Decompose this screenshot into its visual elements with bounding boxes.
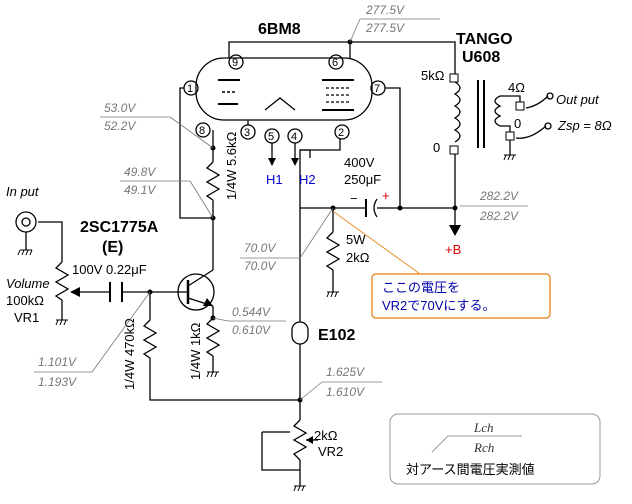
r-power-v: 2kΩ xyxy=(346,250,370,265)
v-49-rch: 49.1V xyxy=(124,183,156,197)
ground-icon xyxy=(206,371,219,378)
v-0544-rch: 0.610V xyxy=(232,323,271,337)
volume-value: 100kΩ xyxy=(6,293,44,308)
output-label: Out put xyxy=(556,92,600,107)
v-1625-lch: 1.625V xyxy=(326,365,365,379)
note-line2: VR2で70Vにする。 xyxy=(382,298,496,313)
transformer-model: U608 xyxy=(462,49,500,66)
heater-h2: H2 xyxy=(299,172,316,187)
v-70-lch: 70.0V xyxy=(244,241,276,255)
v-282-rch: 282.2V xyxy=(479,209,519,223)
pin-4: 4 xyxy=(291,131,297,143)
heater-h1: H1 xyxy=(266,172,283,187)
output-impedance: Zsp = 8Ω xyxy=(557,118,612,133)
pin-9-circle xyxy=(228,54,244,70)
plus-b-label: +B xyxy=(445,242,461,257)
pin-9: 9 xyxy=(232,57,238,69)
transistor-pin: (E) xyxy=(102,239,123,256)
legend-top: Lch xyxy=(473,420,494,435)
v-70-rch: 70.0V xyxy=(244,259,276,273)
v-53-rch: 52.2V xyxy=(104,119,136,133)
transformer-brand: TANGO xyxy=(456,31,513,48)
v-0544-lch: 0.544V xyxy=(232,305,271,319)
ground-icon xyxy=(326,291,339,298)
ground-icon xyxy=(55,319,68,326)
v-1101-lch: 1.101V xyxy=(38,355,77,369)
transformer-sec-0: 0 xyxy=(514,116,521,131)
output-capacitor: 400V 250μF − + xyxy=(344,155,390,218)
vr2-value: 2kΩ xyxy=(314,428,338,443)
tube-envelope xyxy=(195,57,373,121)
led-e102: E102 xyxy=(291,321,355,345)
v-49-lch: 49.8V xyxy=(124,165,156,179)
pin-3: 3 xyxy=(244,127,250,139)
v-53-lch: 53.0V xyxy=(104,101,136,115)
note-line1: ここの電圧を xyxy=(382,280,460,295)
v-1101-rch: 1.193V xyxy=(38,375,77,389)
c-in-label: 100V 0.22μF xyxy=(72,262,147,277)
wiring xyxy=(38,39,458,486)
vr2-ref: VR2 xyxy=(318,444,343,459)
input-capacitor: 100V 0.22μF xyxy=(72,262,147,302)
ground-icons xyxy=(17,154,516,492)
pin-2: 2 xyxy=(338,127,344,139)
r-emitter-label: 1/4W 1kΩ xyxy=(188,322,203,380)
transformer-5k: 5kΩ xyxy=(421,68,445,83)
v-277-lch: 277.5V xyxy=(365,3,405,17)
legend-bottom: Rch xyxy=(473,440,494,455)
voltage-annotations: 277.5V 277.5V 53.0V 52.2V 49.8V 49.1V 28… xyxy=(34,3,528,401)
input-label: In put xyxy=(6,184,40,199)
transformer-0: 0 xyxy=(433,140,440,155)
v-1625-rch: 1.610V xyxy=(326,385,365,399)
c-plus: + xyxy=(382,188,390,203)
c-minus: − xyxy=(350,191,358,206)
pin-6: 6 xyxy=(332,57,338,69)
pin-2-circle xyxy=(334,124,350,140)
note-box xyxy=(371,273,551,319)
legend-caption: 対アース間電圧実測値 xyxy=(406,462,535,477)
transistor: 2SC1775A (E) xyxy=(80,219,215,311)
transistor-part: 2SC1775A xyxy=(80,219,159,236)
led-name: E102 xyxy=(318,327,355,344)
transformer-4ohm: 4Ω xyxy=(508,80,525,95)
pin-8-circle xyxy=(195,122,211,138)
pin-8: 8 xyxy=(199,125,205,137)
tube-6bm8: 6BM8 xyxy=(195,21,373,121)
pin-7: 7 xyxy=(374,83,380,95)
output-transformer: TANGO U608 5kΩ 0 4Ω 0 Out put Zsp = 8Ω xyxy=(421,31,612,155)
v-282-lch: 282.2V xyxy=(479,189,519,203)
c-big-voltage: 400V xyxy=(344,155,375,170)
ground-icon xyxy=(293,485,306,492)
tube-name: 6BM8 xyxy=(258,21,301,38)
ground-icon xyxy=(17,249,33,256)
pin-1: 1 xyxy=(187,83,193,95)
pin-6-circle xyxy=(328,54,344,70)
r-plate-label: 1/4W 5.6kΩ xyxy=(224,131,239,200)
legend-box: Lch Rch 対アース間電圧実測値 xyxy=(389,413,601,485)
volume-label: Volume xyxy=(6,276,50,291)
note-callout: ここの電圧を VR2で70Vにする。 xyxy=(333,211,551,319)
volume-ref: VR1 xyxy=(14,310,39,325)
ground-icon xyxy=(503,154,516,161)
r-power-w: 5W xyxy=(346,232,366,247)
c-big-value: 250μF xyxy=(344,172,381,187)
tube-pins: 9 6 1 7 8 3 5 4 2 xyxy=(183,54,386,144)
pin-5: 5 xyxy=(268,131,274,143)
r-bias-label: 1/4W 470kΩ xyxy=(122,318,137,390)
v-277-rch: 277.5V xyxy=(365,21,405,35)
input-jack: In put Volume 100kΩ VR1 xyxy=(6,184,50,325)
